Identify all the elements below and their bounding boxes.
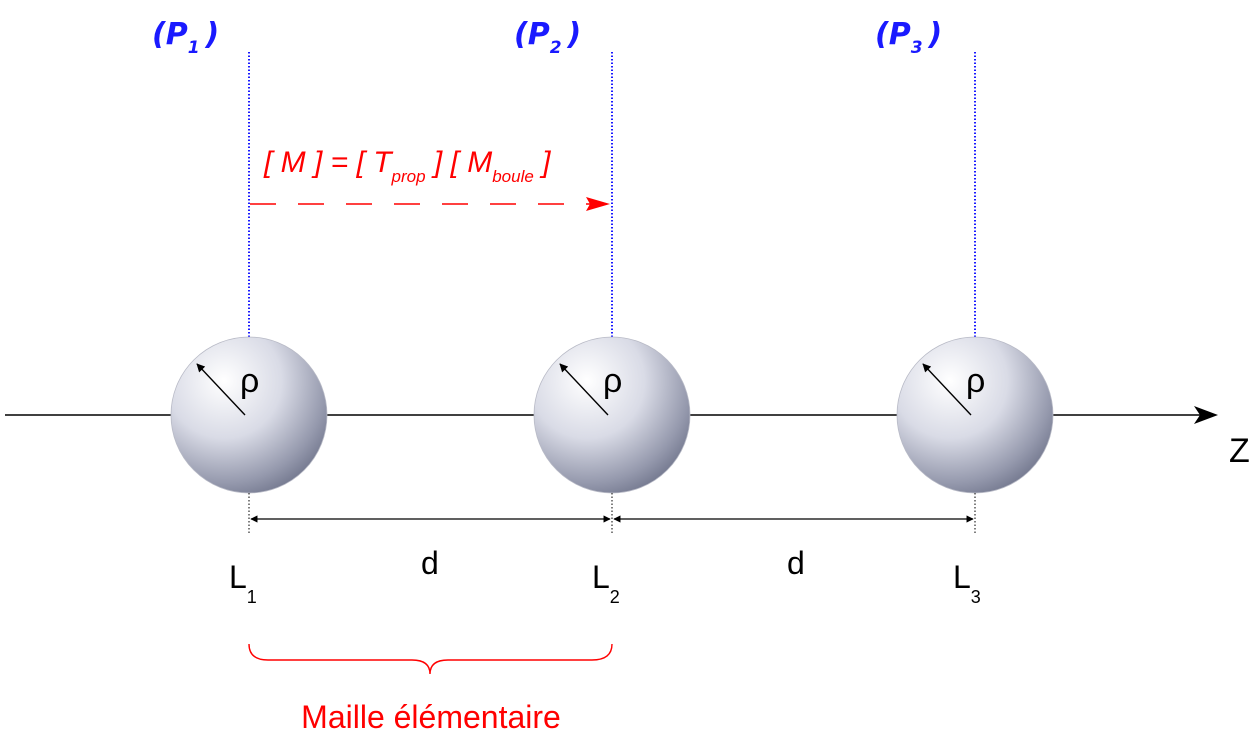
radius-label: ρ (603, 362, 622, 400)
plane-label: (P3) (875, 17, 942, 58)
unit-cell-brace (248, 643, 613, 675)
distance-label-2: d (787, 545, 805, 581)
unit-cell-label: Maille élémentaire (301, 699, 561, 735)
lens-label-2: L2 (592, 559, 620, 607)
lens-label-3: L3 (953, 559, 981, 607)
radius-arrow (196, 363, 246, 416)
plane-3: (P3) (875, 17, 976, 342)
sphere (170, 336, 328, 494)
plane-label: (P1) (152, 17, 219, 58)
propagation-arrowhead (586, 197, 610, 211)
distance-label-1: d (421, 545, 439, 581)
radius-arrow (559, 363, 609, 416)
ball-lens-3: ρ (896, 336, 1054, 494)
sphere (896, 336, 1054, 494)
sphere (533, 336, 691, 494)
radius-label: ρ (240, 362, 259, 400)
radius-label: ρ (966, 362, 985, 400)
lens-label-1: L1 (229, 559, 257, 607)
plane-label: (P2) (514, 17, 581, 58)
ball-lens-2: ρ (533, 336, 691, 494)
radius-arrow (922, 363, 972, 416)
ball-lens-1: ρ (170, 336, 328, 494)
plane-2: (P2) (514, 17, 613, 342)
axis-label: Z (1229, 432, 1250, 470)
plane-1: (P1) (152, 17, 250, 342)
transfer-matrix-formula: [ M ] = [ Tprop ] [ Mboule ] (263, 146, 551, 186)
z-axis-arrowhead (1194, 406, 1218, 424)
